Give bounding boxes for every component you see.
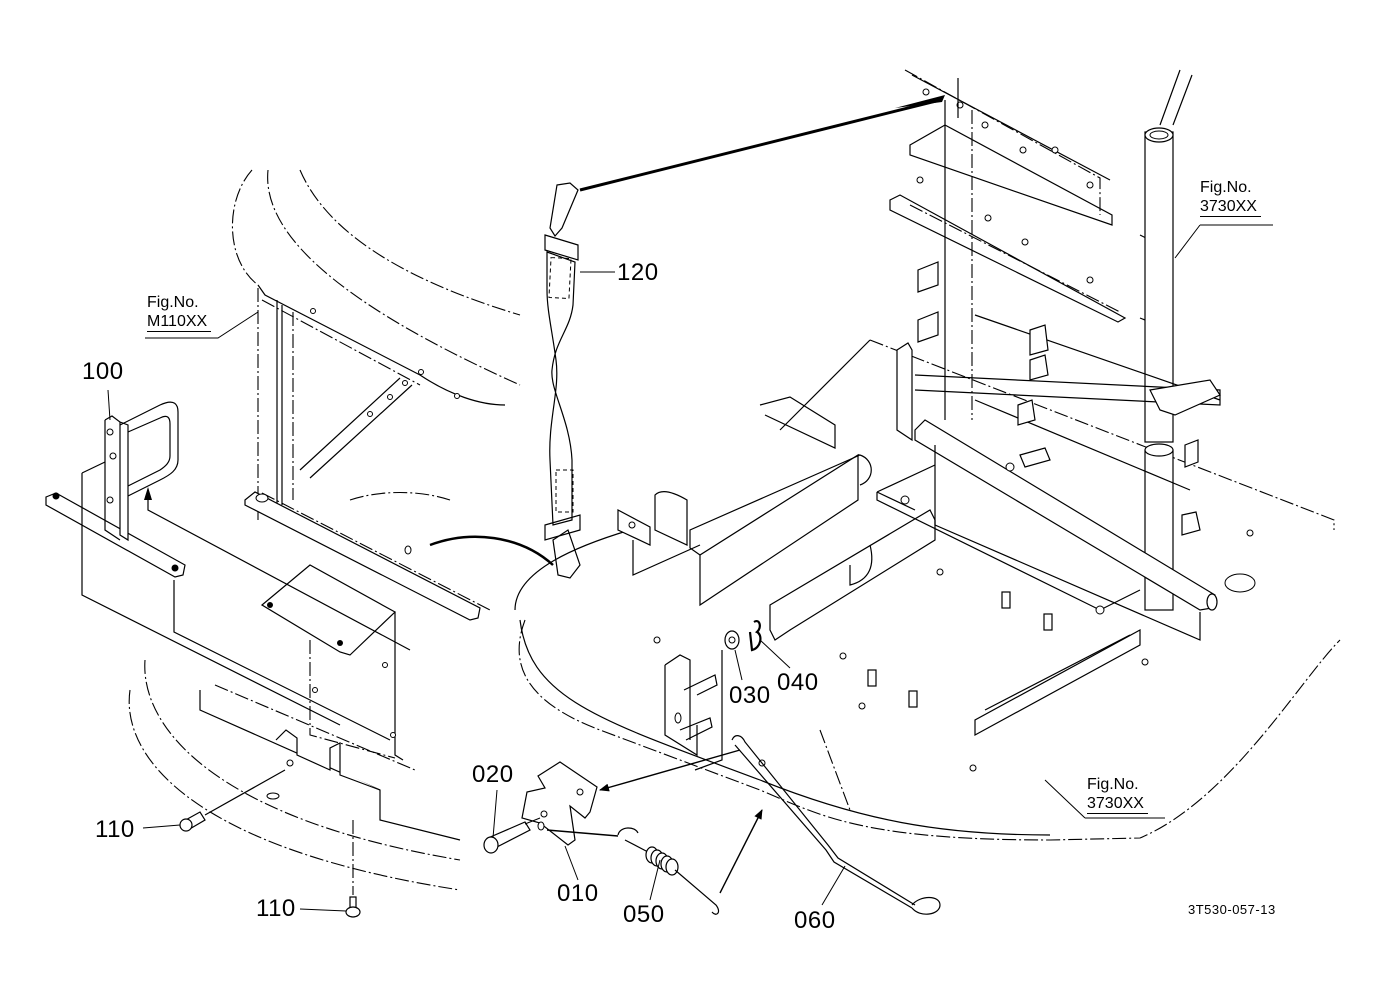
studs: [867, 591, 1053, 708]
mount-bracket: [260, 564, 404, 761]
channel-bracket: [769, 491, 1141, 737]
figref-prefix: Fig.No.: [1200, 179, 1252, 196]
callout-100: 100: [82, 358, 124, 385]
strap-part: [429, 98, 941, 579]
floor-step: [128, 659, 461, 891]
callout-050: 050: [623, 901, 665, 928]
document-id: 3T530-057-13: [1188, 902, 1276, 917]
latch-assembly: [483, 620, 941, 915]
figref-3730xx-bottom[interactable]: Fig.No. 3730XX: [1087, 775, 1148, 815]
floor-plate: [514, 339, 1341, 841]
figref-code: 3730XX: [1200, 197, 1261, 218]
callout-110-bottom: 110: [256, 895, 296, 922]
figref-code: 3730XX: [1087, 794, 1148, 815]
callout-030: 030: [729, 682, 771, 709]
callout-020: 020: [472, 761, 514, 788]
figref-m110xx[interactable]: Fig.No. M110XX: [147, 293, 212, 333]
callout-060: 060: [794, 907, 836, 934]
callout-040: 040: [777, 669, 819, 696]
callout-010: 010: [557, 880, 599, 907]
tray-box: [617, 396, 872, 607]
handle-bracket-part: [45, 401, 411, 741]
seat-outline: [231, 169, 521, 406]
spring-coils: [645, 846, 679, 876]
figref-prefix: Fig.No.: [1087, 776, 1139, 793]
figref-code: M110XX: [147, 312, 212, 333]
figref-3730xx-top[interactable]: Fig.No. 3730XX: [1200, 178, 1261, 218]
seat-frame: [876, 69, 1221, 641]
left-frame: [244, 288, 491, 621]
callout-110-left: 110: [95, 816, 135, 843]
figref-prefix: Fig.No.: [147, 294, 199, 311]
leader-lines: [107, 224, 1273, 912]
callout-120: 120: [617, 259, 659, 286]
